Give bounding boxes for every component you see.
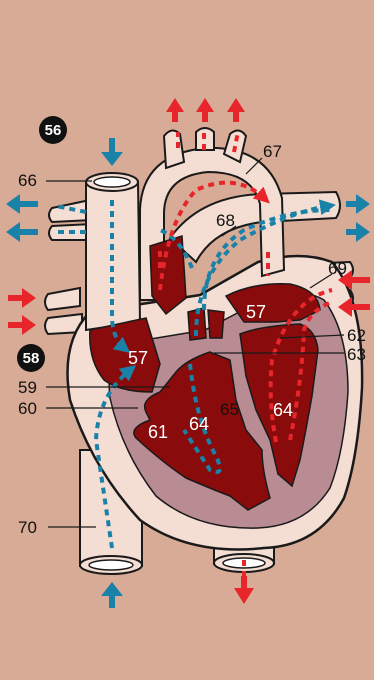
label-59: 59	[18, 378, 37, 397]
label-66: 66	[18, 171, 37, 190]
left-atrium	[226, 284, 320, 322]
label-67: 67	[263, 142, 282, 161]
badge-58-text: 58	[23, 350, 40, 367]
badge-56-text: 56	[45, 122, 62, 139]
label-64-right-ventricle: 64	[189, 414, 209, 434]
label-57-right-atrium: 57	[128, 348, 148, 368]
label-57-left-atrium: 57	[246, 302, 266, 322]
badge-56: 56	[39, 116, 67, 144]
label-70: 70	[18, 518, 37, 537]
label-65: 65	[220, 400, 239, 419]
label-63: 63	[347, 345, 366, 364]
label-60: 60	[18, 399, 37, 418]
badge-58: 58	[17, 344, 45, 372]
label-61: 61	[148, 422, 168, 442]
label-68: 68	[216, 211, 235, 230]
label-64-left-ventricle: 64	[273, 400, 293, 420]
label-62: 62	[347, 326, 366, 345]
label-69: 69	[328, 259, 347, 278]
superior-vena-cava	[86, 173, 140, 330]
